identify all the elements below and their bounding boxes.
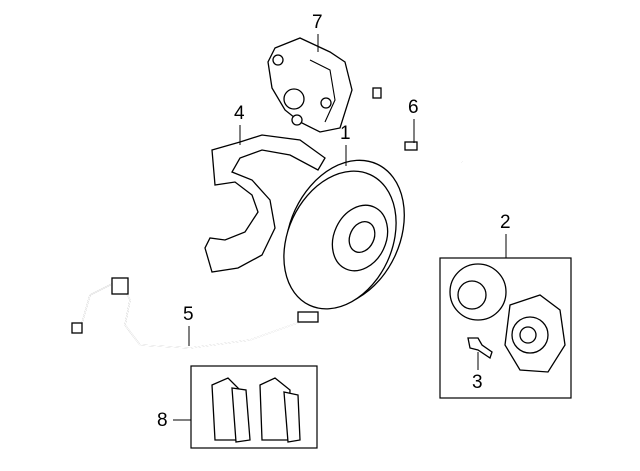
hub-bolt-drawing: [467, 337, 493, 360]
rotor-drawing: [283, 159, 405, 310]
splash-shield-drawing: [204, 134, 326, 273]
callout-4: 4: [234, 103, 245, 124]
hub-bearing-drawing: [449, 263, 566, 373]
callout-8: 8: [157, 410, 168, 431]
callout-3: 3: [472, 372, 483, 393]
callout-6: 6: [408, 97, 419, 118]
callout-5: 5: [183, 304, 194, 325]
brake-pads-drawing: [211, 377, 301, 443]
brake-hose-drawing: [372, 87, 463, 163]
brake-pads-box: [190, 365, 318, 449]
callout-2: 2: [500, 212, 511, 233]
callout-1: 1: [340, 123, 351, 144]
abs-sensor-drawing: [71, 277, 319, 349]
caliper-drawing: [267, 37, 353, 133]
leader-lines: [173, 34, 507, 421]
callout-7: 7: [312, 12, 323, 33]
